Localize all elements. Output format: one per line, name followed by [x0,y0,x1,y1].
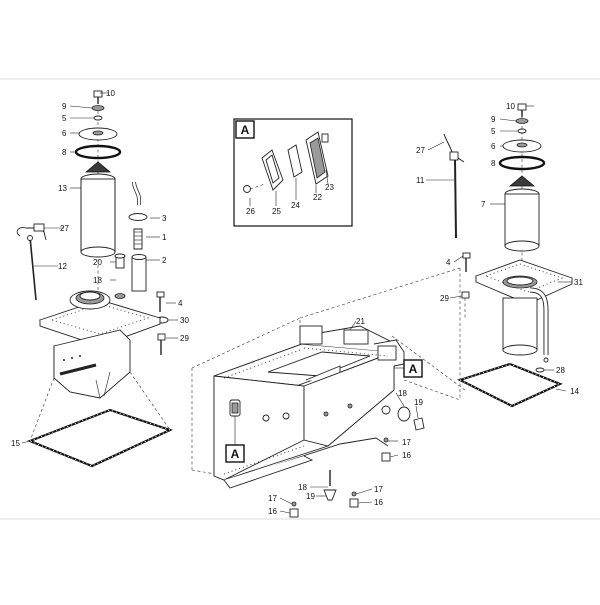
filter-element-7 [504,175,540,252]
callout-18-bottom: 18 [298,483,307,492]
right-filter-assembly: 10 9 5 6 27 8 11 7 4 31 29 28 14 [416,102,583,408]
fitting-20 [114,253,126,269]
callout-5-left: 5 [62,114,67,123]
callout-18-left: 18 [93,276,102,285]
detail-a-inset: A 26 25 24 22 23 [233,118,353,227]
pipe-2 [131,256,147,292]
washer-18-left [114,293,126,299]
tube-assembly-left [128,181,148,292]
level-sensor-11 [443,133,465,239]
plug-19-center [413,417,425,431]
callout-16-bottom-right: 16 [374,498,383,507]
plug-16-center [381,452,391,462]
callout-8-left: 8 [62,148,67,157]
callout-28: 28 [556,366,565,375]
callout-13: 13 [58,184,67,193]
plug-16-bottom-left [289,508,299,518]
callout-25: 25 [272,207,281,216]
oring-28 [535,367,545,373]
callout-27-right: 27 [416,146,425,155]
gasket-15 [27,408,173,468]
callout-8-right: 8 [491,159,496,168]
callout-9-left: 9 [62,102,67,111]
filter-housing-left [38,290,162,399]
callout-6-left: 6 [62,129,67,138]
bracket-25 [261,149,284,191]
callout-10-left: 10 [106,89,115,98]
cover-6-right [502,139,542,153]
bolt-10-left [93,90,103,104]
drain-19 [323,489,337,501]
callout-16-center: 16 [402,451,411,460]
callout-a-right: A [409,362,418,376]
callout-15: 15 [11,439,20,448]
callout-31: 31 [574,278,583,287]
washer-9-left [91,105,105,111]
callout-19-bottom: 19 [306,492,315,501]
callout-17-bottom-left: 17 [268,494,277,503]
callout-30: 30 [180,316,189,325]
window-22 [305,131,329,185]
washer-18-center [397,406,411,422]
callout-19-center: 19 [414,398,423,407]
callout-a-left: A [231,447,240,461]
bolt-4-right [462,252,471,272]
bolt-4-left [156,291,165,312]
callout-2: 2 [162,256,167,265]
callout-4-right: 4 [446,258,451,267]
callout-27-left: 27 [60,224,69,233]
callout-16-bottom-left: 16 [268,507,277,516]
hydraulic-tank-21: A A 21 18 19 17 16 18 19 1 [191,267,466,518]
callout-5-right: 5 [491,127,496,136]
callout-9-right: 9 [491,115,496,124]
callout-18-center: 18 [398,389,407,398]
filter-housing-right [474,259,574,363]
callout-17-center: 17 [402,438,411,447]
callout-23: 23 [325,183,334,192]
bolt-29-left [157,333,166,355]
oring-8-right [498,155,546,171]
left-filter-assembly: 10 9 5 6 8 13 27 12 3 1 2 20 18 4 30 29 … [11,89,189,468]
callout-26: 26 [246,207,255,216]
bolt-26 [243,183,266,193]
callout-29-left: 29 [180,334,189,343]
washer-9-right [515,118,529,124]
callout-21: 21 [356,317,365,326]
callout-3: 3 [162,214,167,223]
callout-6-right: 6 [491,142,496,151]
plate-24 [287,144,303,178]
callout-10-right: 10 [506,102,515,111]
oring-5-right [517,128,527,134]
gasket-14 [457,362,563,408]
callout-22: 22 [313,193,322,202]
callout-4-left: 4 [178,299,183,308]
plug-16-bottom-right [349,498,359,508]
detail-a-tag-box [235,120,255,139]
cover-6-left [78,127,118,141]
oring-3 [128,213,148,221]
bolt-10-right [517,103,527,117]
callout-12: 12 [58,262,67,271]
callout-7: 7 [481,200,486,209]
callout-24: 24 [291,201,300,210]
oring-5-left [93,115,103,121]
callout-29-right: 29 [440,294,449,303]
callout-20: 20 [93,258,102,267]
detail-a-tag: A [241,123,250,137]
detail-a-ref-right [403,359,423,378]
callout-17-bottom-right: 17 [374,485,383,494]
callout-14: 14 [570,387,579,396]
bolt-29-right [461,291,470,320]
callout-11: 11 [416,176,425,185]
level-sensor-27-left [16,223,47,301]
filter-element-13 [80,161,116,258]
callout-1: 1 [162,233,167,242]
